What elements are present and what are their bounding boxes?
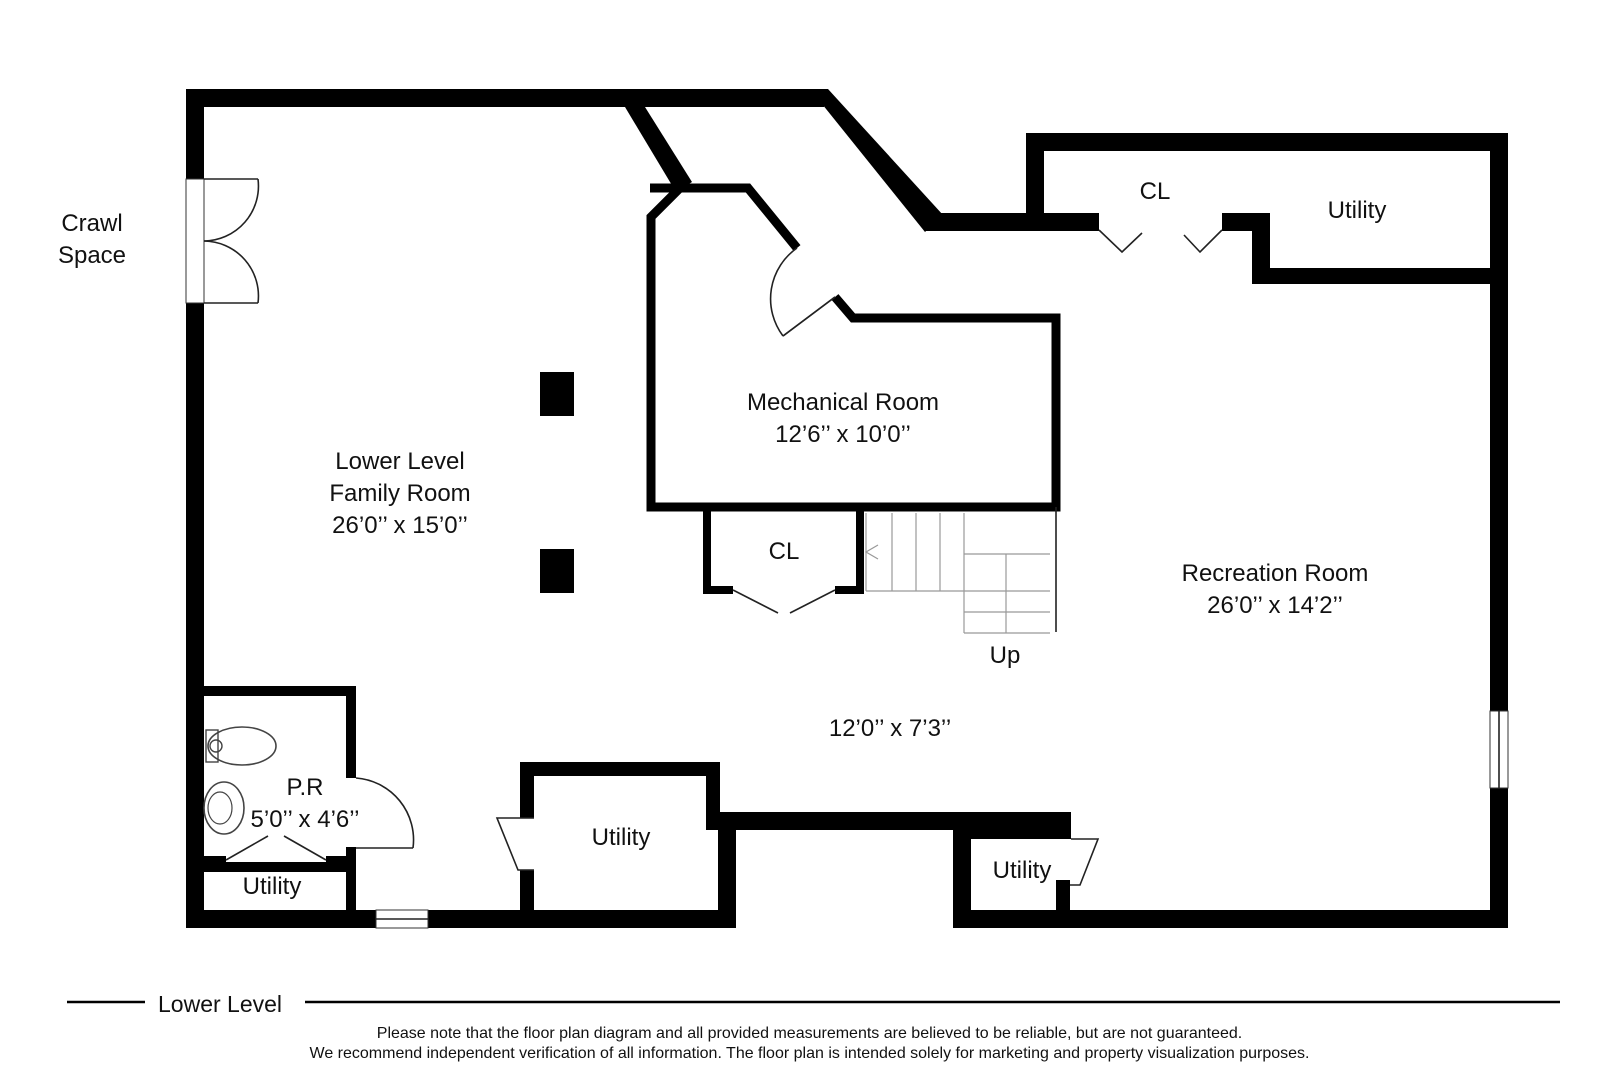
closet-center-label: CL [768, 538, 800, 565]
stairs-up-label: Up [989, 642, 1021, 669]
utility-top-right-label: Utility [1327, 197, 1387, 224]
disclaimer-line-1: Please note that the floor plan diagram … [376, 1025, 1243, 1042]
utility-bottom-right-label: Utility [992, 857, 1052, 884]
outer-walls [186, 89, 1508, 928]
level-title: Lower Level [158, 991, 283, 1017]
stairs [864, 513, 1050, 634]
utility-bottom-left-label: Utility [242, 873, 302, 900]
utility-bottom-center-label: Utility [591, 824, 651, 851]
doors [185, 178, 1509, 929]
disclaimer-line-2: We recommend independent verification of… [309, 1045, 1310, 1062]
interior-walls [186, 107, 1508, 928]
hall-dimension-label: 12’0’’ x 7’3’’ [828, 715, 952, 742]
closet-top-label: CL [1139, 178, 1171, 205]
plumbing-fixtures [203, 726, 277, 835]
